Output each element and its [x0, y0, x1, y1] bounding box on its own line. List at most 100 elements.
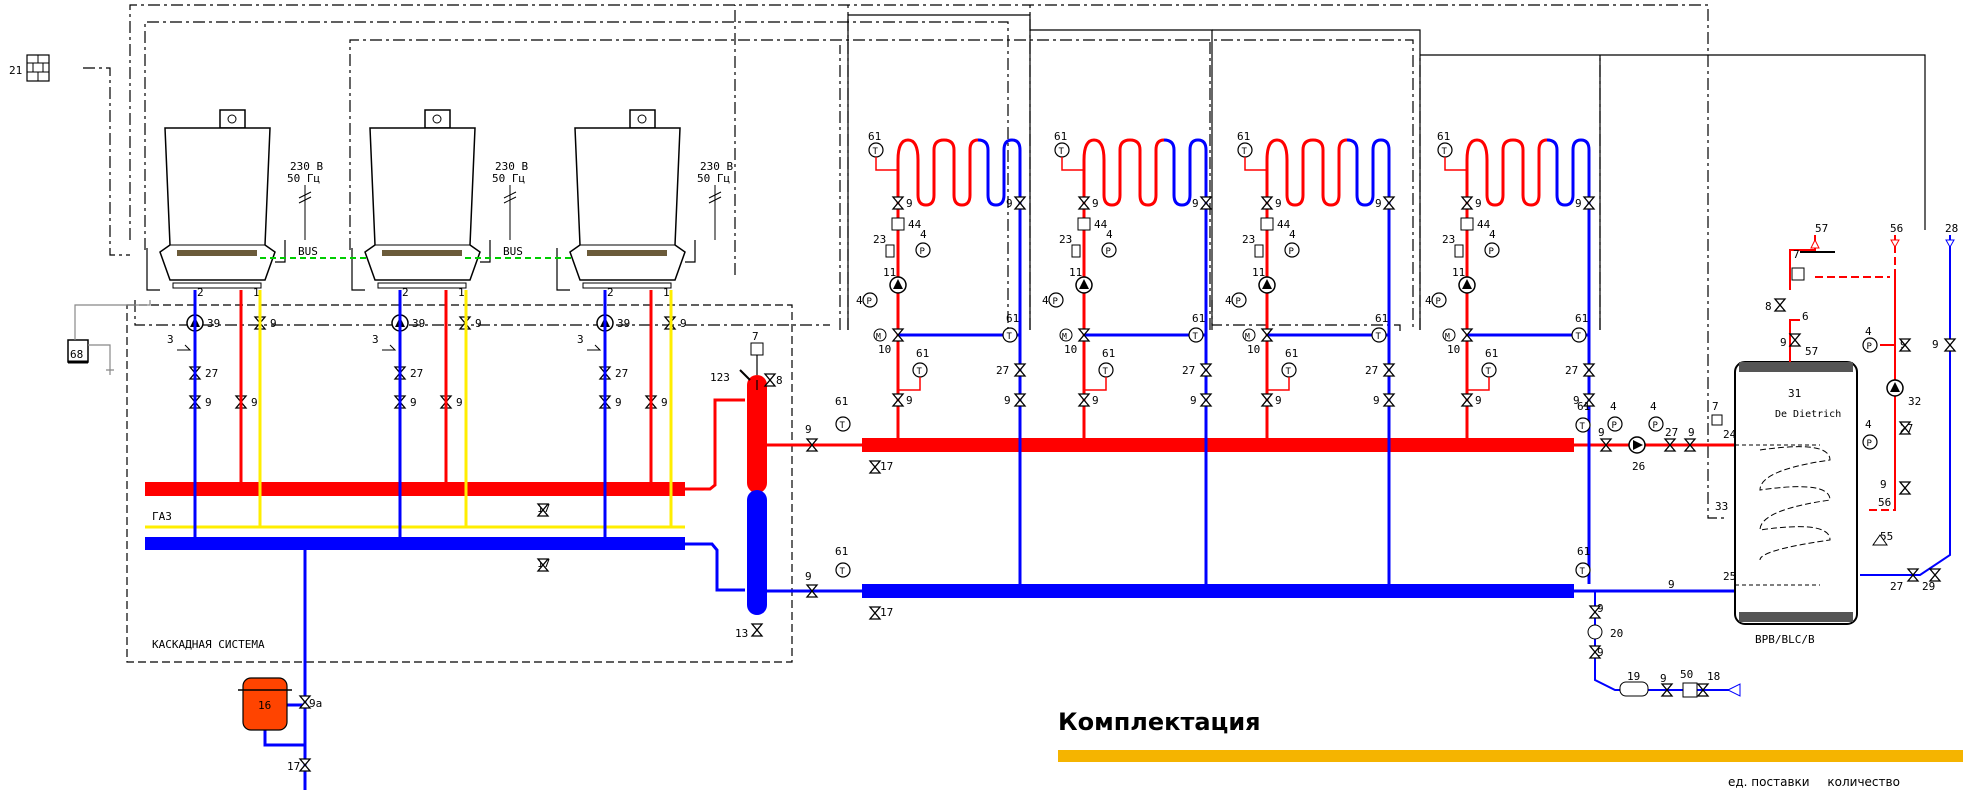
label-23: 23 — [1442, 233, 1455, 246]
temperature-sensor-icon — [1188, 327, 1204, 343]
temperature-sensor-icon — [835, 416, 851, 432]
valve-icon — [751, 623, 763, 637]
separator-connections — [263, 398, 745, 790]
label-9: 9 — [1004, 394, 1011, 407]
label-61: 61 — [1485, 347, 1498, 360]
col-quantity: количество — [1827, 775, 1900, 789]
label-9: 9 — [1375, 197, 1382, 210]
cascade-return-header — [145, 537, 685, 550]
label-17: 17 — [880, 606, 893, 619]
label-13: 13 — [735, 627, 748, 640]
valve-icon — [1383, 363, 1395, 377]
cascade-box — [126, 304, 793, 663]
label-9: 9 — [1660, 672, 1667, 685]
label-68: 68 — [70, 348, 83, 361]
label-4: 4 — [1650, 400, 1657, 413]
label-27: 27 — [1890, 580, 1903, 593]
label-33: 33 — [1715, 500, 1728, 513]
label-61: 61 — [1054, 130, 1067, 143]
valve-icon — [299, 758, 311, 772]
power-label-2: 50 Гц — [287, 172, 320, 185]
label-56: 56 — [1878, 496, 1891, 509]
label-9: 9 — [906, 197, 913, 210]
label-20: 20 — [1610, 627, 1623, 640]
footer-accent-bar — [1058, 750, 1963, 762]
backflow-icon — [1682, 682, 1698, 698]
temperature-sensor-icon — [868, 142, 884, 158]
label-1: 1 — [253, 286, 260, 299]
label-9: 9 — [410, 396, 417, 409]
label-3: 3 — [372, 333, 379, 346]
valve-icon — [1261, 196, 1273, 210]
valve-icon — [1774, 298, 1786, 312]
inlet-arrow-icon — [1726, 683, 1741, 697]
label-23: 23 — [1059, 233, 1072, 246]
motor-icon: M — [876, 332, 881, 341]
valve-icon — [1461, 196, 1473, 210]
label-9: 9 — [906, 394, 913, 407]
label-9: 9 — [1575, 197, 1582, 210]
safety-valve-icon — [1872, 534, 1888, 546]
label-1: 1 — [458, 286, 465, 299]
valve-icon — [1583, 363, 1595, 377]
label-9: 9 — [1900, 338, 1907, 351]
temperature-sensor-icon — [1481, 362, 1497, 378]
label-61: 61 — [1375, 312, 1388, 325]
valve-icon — [892, 196, 904, 210]
label-39: 39 — [617, 317, 630, 330]
label-2: 2 — [607, 286, 614, 299]
label-8: 8 — [1765, 300, 1772, 313]
valve-icon — [1014, 393, 1026, 407]
label-31: 31 — [1788, 387, 1801, 400]
temperature-sensor-icon — [1575, 417, 1591, 433]
label-9: 9 — [1597, 602, 1604, 615]
label-9: 9 — [475, 317, 482, 330]
bus-label-2: BUS — [503, 245, 523, 258]
label-57: 57 — [1815, 222, 1828, 235]
pump-icon — [1458, 276, 1476, 294]
footer-title: Комплектация — [1058, 708, 1261, 736]
pump-icon — [1258, 276, 1276, 294]
valve-icon — [1014, 196, 1026, 210]
label-4: 4 — [856, 294, 863, 307]
tank-label: BPB/BLC/B — [1755, 633, 1815, 646]
expansion-vessel-icon — [238, 677, 292, 731]
valve-icon — [1078, 196, 1090, 210]
motor-icon: M — [1062, 332, 1067, 341]
power-label-2: 50 Гц — [697, 172, 730, 185]
control-wiring — [83, 4, 1725, 519]
label-39: 39 — [412, 317, 425, 330]
label-56: 56 — [1890, 222, 1903, 235]
label-17: 17 — [287, 760, 300, 773]
label-9: 9 — [1880, 478, 1887, 491]
label-6: 6 — [1802, 310, 1809, 323]
separator-to-headers — [767, 443, 1735, 593]
label-27: 27 — [615, 367, 628, 380]
storage-tank — [1734, 361, 1858, 625]
label-9a: 9a — [309, 697, 322, 710]
label-10: 10 — [1447, 343, 1460, 356]
label-9: 9 — [270, 317, 277, 330]
label-4: 4 — [1106, 228, 1113, 241]
label-61: 61 — [1437, 130, 1450, 143]
pressure-sensor-icon — [1648, 416, 1664, 432]
cascade-supply-header — [145, 482, 685, 496]
valve-icon — [1200, 393, 1212, 407]
pressure-sensor-icon — [915, 242, 931, 258]
power-label-2: 50 Гц — [492, 172, 525, 185]
label-27: 27 — [1565, 364, 1578, 377]
pressure-sensor-icon — [1048, 292, 1064, 308]
label-25: 25 — [1723, 570, 1736, 583]
valve-icon — [1014, 363, 1026, 377]
label-61: 61 — [868, 130, 881, 143]
temperature-sensor-icon — [1437, 142, 1453, 158]
pump-icon — [889, 276, 907, 294]
valve-icon — [1383, 393, 1395, 407]
label-61: 61 — [1577, 545, 1590, 558]
footer-column-headers: ед. поставки количество — [1728, 775, 1914, 789]
valve-icon — [1200, 363, 1212, 377]
